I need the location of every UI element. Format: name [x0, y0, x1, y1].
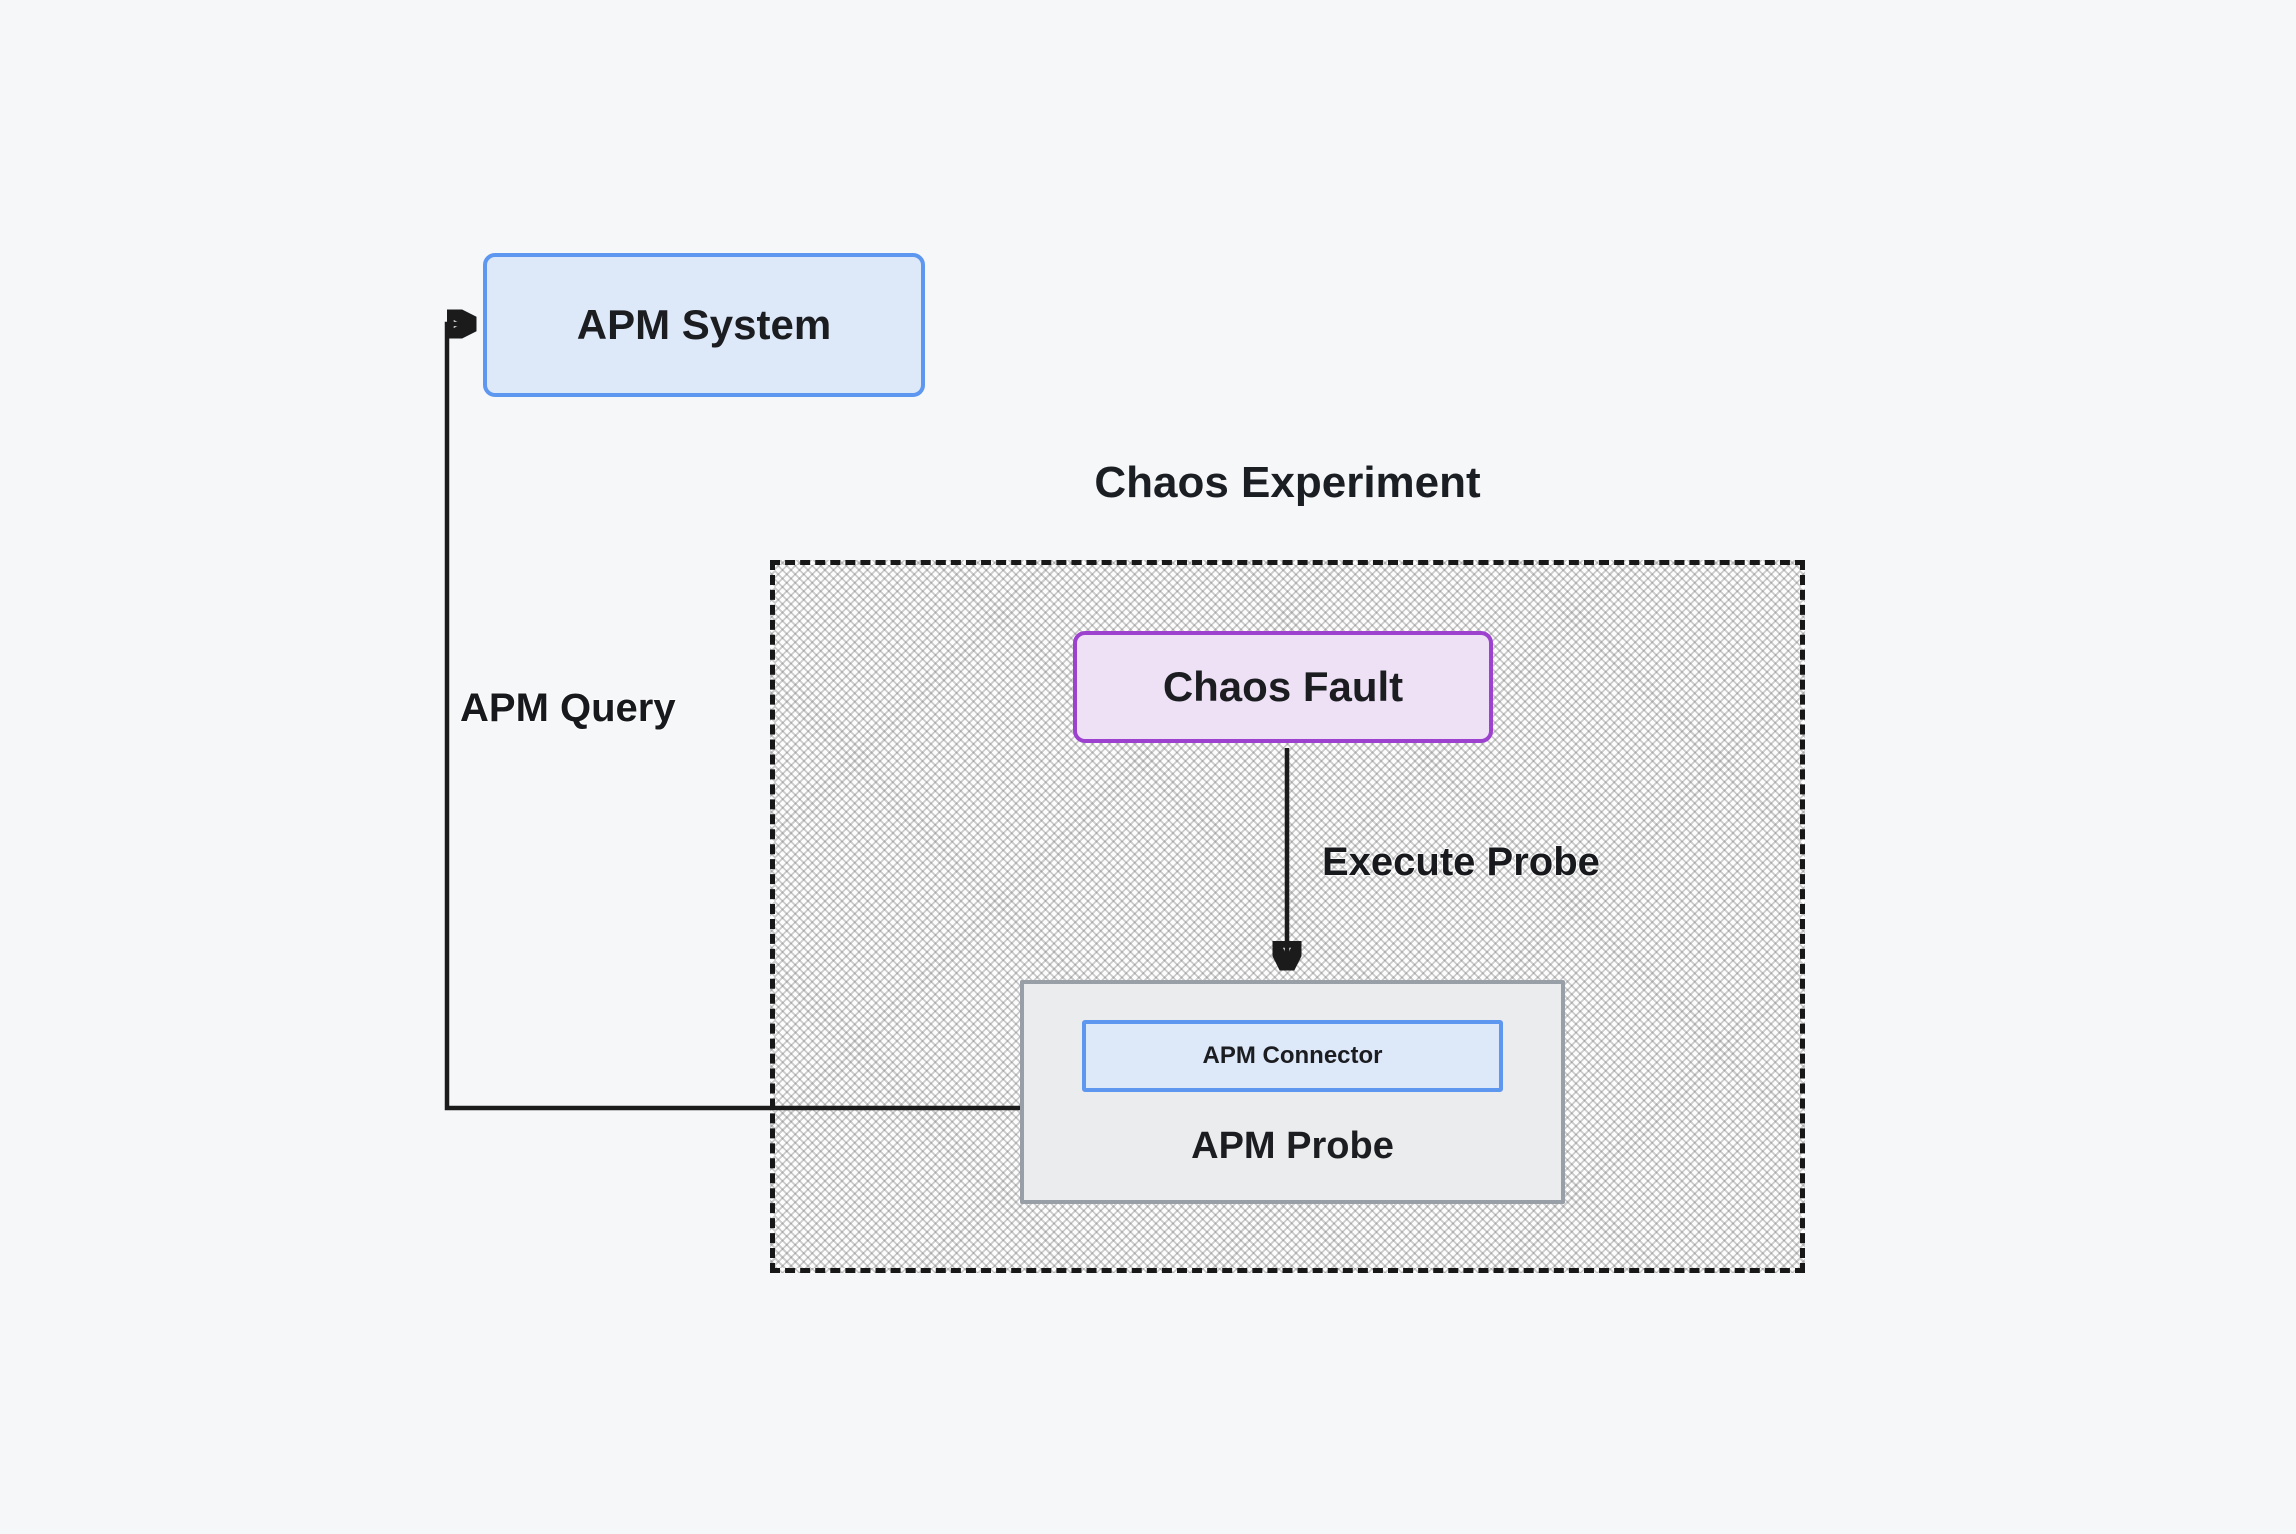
node-apm-system-label: APM System	[576, 301, 832, 348]
node-apm-system: APM System	[483, 253, 925, 397]
container-title: Chaos Experiment	[1094, 458, 1481, 507]
node-apm-connector-label: APM Connector	[1202, 1042, 1383, 1069]
node-apm-connector: APM Connector	[1082, 1020, 1503, 1092]
node-chaos-fault: Chaos Fault	[1073, 631, 1493, 743]
edge-label-execute-probe: Execute Probe	[1322, 840, 1600, 884]
edge-label-apm-query: APM Query	[460, 686, 676, 730]
node-apm-probe: APM Connector APM Probe	[1020, 980, 1565, 1204]
node-apm-probe-label: APM Probe	[1191, 1124, 1394, 1167]
node-chaos-fault-label: Chaos Fault	[1162, 663, 1404, 710]
